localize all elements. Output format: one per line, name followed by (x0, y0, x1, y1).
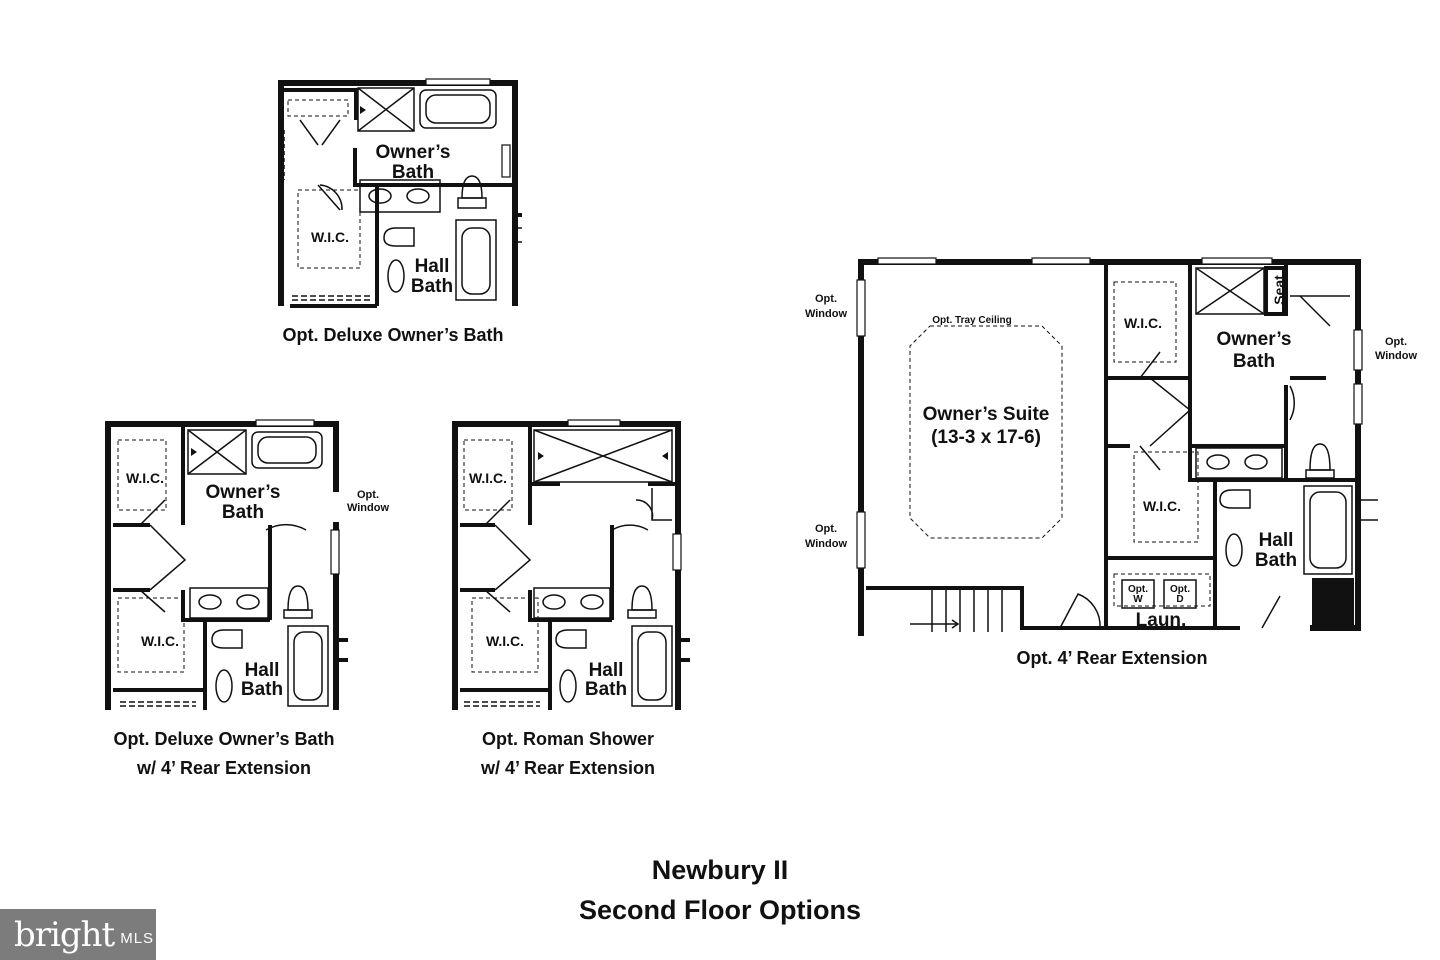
owners-bath-label-1: Owner’s (206, 482, 281, 503)
window-label: Window (805, 538, 847, 550)
owners-bath-label-1: Owner’s (1217, 329, 1292, 350)
hall-bath-label-1: Hall (1259, 530, 1294, 551)
wic-label: W.I.C. (1124, 315, 1162, 331)
wic-label: W.I.C. (311, 229, 349, 245)
opt-label: Opt. (815, 523, 837, 535)
seat-label: Seat (1271, 275, 1287, 305)
opt-label: Opt. (815, 293, 837, 305)
plan-deluxe-owners-bath: W.I.C. Owner’s Bath Hall Bath (278, 78, 522, 308)
wic-label: W.I.C. (126, 470, 164, 486)
tray-ceiling-label: Opt. Tray Ceiling (932, 315, 1011, 326)
logo-suffix: MLS (120, 930, 155, 947)
owners-suite-size: (13-3 x 17-6) (931, 427, 1041, 448)
plan-roman-shower-extension: W.I.C. W.I.C. Hall Bath (452, 419, 690, 710)
hall-bath-label-2: Bath (411, 276, 453, 297)
hall-bath-label-1: Hall (245, 660, 280, 681)
plan-rear-extension: Opt. Tray Ceiling Owner’s Suite (13-3 x … (805, 257, 1417, 636)
laundry-label: Laun. (1136, 610, 1187, 631)
opt-label: Opt. (1385, 336, 1407, 348)
page-subtitle: Second Floor Options (579, 895, 861, 925)
hall-bath-label-2: Bath (585, 679, 627, 700)
hall-bath-label-1: Hall (589, 660, 624, 681)
window-label: Window (805, 308, 847, 320)
hall-bath-label-1: Hall (415, 256, 450, 277)
opt-washer-label: Opt. (1128, 584, 1148, 595)
caption-plan-1: Opt. Deluxe Owner’s Bath (282, 325, 504, 345)
owners-suite-label: Owner’s Suite (923, 404, 1050, 425)
caption-plan-3-line-2: w/ 4’ Rear Extension (480, 758, 656, 778)
caption-plan-3-line-1: Opt. Roman Shower (481, 729, 654, 749)
opt-dryer-label: Opt. (1170, 584, 1190, 595)
owners-bath-label-1: Owner’s (376, 142, 451, 163)
plan-deluxe-owners-bath-extension: W.I.C. W.I.C. Owner’s Bath Hall Bath Opt… (105, 419, 389, 710)
window-label: Window (1375, 350, 1417, 362)
owners-bath-label-2: Bath (1233, 351, 1275, 372)
caption-plan-4: Opt. 4’ Rear Extension (1016, 648, 1208, 668)
caption-plan-2-line-1: Opt. Deluxe Owner’s Bath (113, 729, 335, 749)
wic-label: W.I.C. (469, 470, 507, 486)
opt-label: Opt. (357, 489, 379, 501)
dryer-label: D (1176, 594, 1183, 605)
logo-brand: bright (14, 914, 115, 955)
wic-label: W.I.C. (486, 633, 524, 649)
owners-bath-label-2: Bath (392, 162, 434, 183)
hall-bath-label-2: Bath (1255, 550, 1297, 571)
caption-plan-2-line-2: w/ 4’ Rear Extension (136, 758, 312, 778)
pattern-dashes (292, 295, 370, 301)
page-title: Newbury II (651, 855, 789, 885)
wic-label: W.I.C. (1143, 498, 1181, 514)
hall-bath-label-2: Bath (241, 679, 283, 700)
bright-mls-logo: bright MLS (0, 909, 156, 960)
window-label: Window (347, 502, 389, 514)
wic-label: W.I.C. (141, 633, 179, 649)
owners-bath-label-2: Bath (222, 502, 264, 523)
washer-label: W (1133, 594, 1143, 605)
